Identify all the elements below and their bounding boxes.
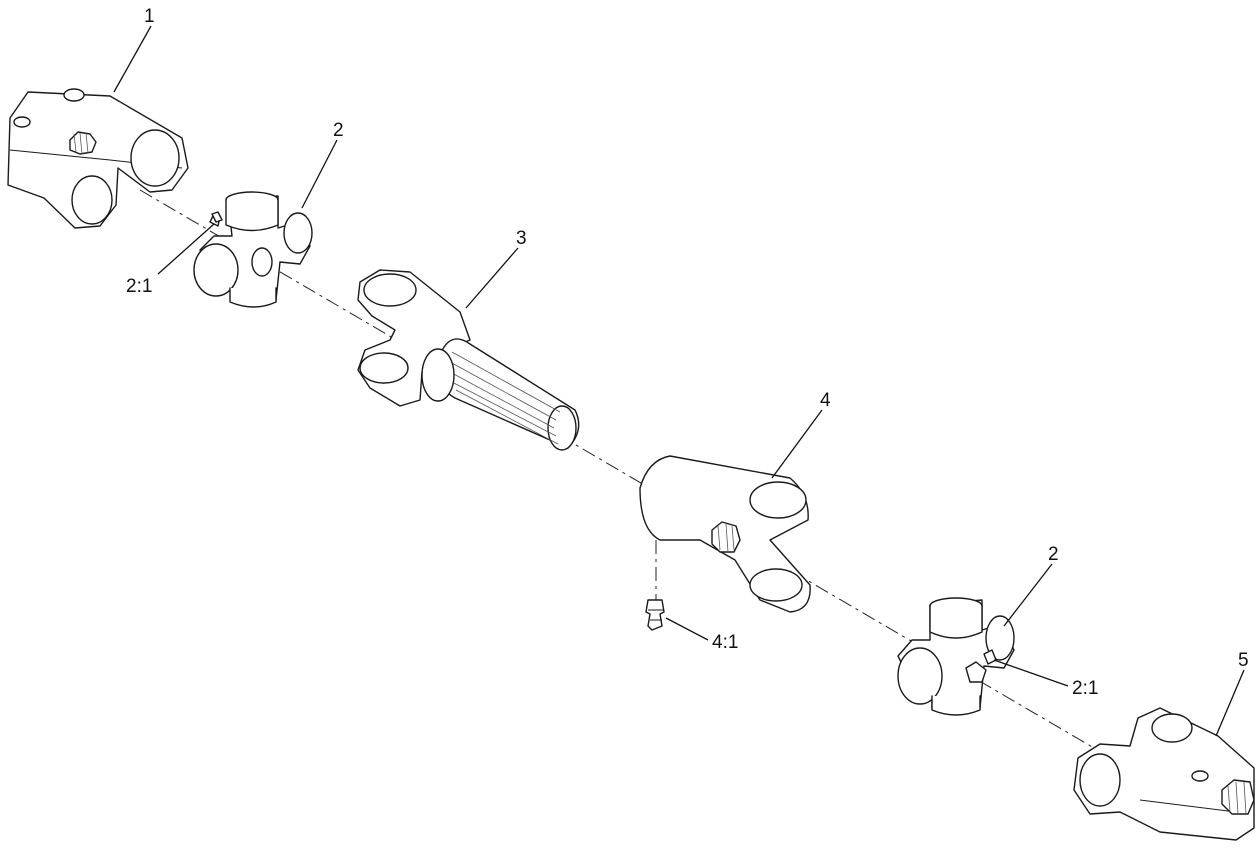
callout-5: 5: [1238, 650, 1249, 671]
part-2-universal-joint-upper: [193, 191, 313, 308]
callout-2-lower: 2: [1048, 544, 1059, 565]
part-3-slip-yoke-splined-shaft: [357, 269, 580, 451]
callout-2-1-lower: 2:1: [1072, 678, 1098, 699]
leader-2-1-upper: [157, 223, 215, 275]
part-5-end-yoke: [1073, 707, 1255, 841]
leader-4-1: [665, 617, 709, 641]
part-4-tube-yoke: [639, 455, 811, 613]
part-2-1-grease-fitting-lower: [983, 649, 997, 665]
leader-2-upper: [301, 139, 338, 209]
leader-2-lower: [1003, 563, 1053, 627]
leader-5: [1215, 669, 1245, 737]
callout-1: 1: [144, 6, 155, 27]
callout-4: 4: [820, 390, 831, 411]
leader-2-1-lower: [993, 659, 1069, 687]
callout-4-1: 4:1: [712, 632, 738, 653]
part-2-universal-joint-lower: [897, 597, 1015, 716]
part-2-1-grease-fitting-upper: [211, 211, 223, 223]
callout-2-upper: 2: [333, 120, 344, 141]
part-1-end-yoke: [7, 88, 189, 229]
callout-2-1-upper: 2:1: [126, 276, 152, 297]
leader-3: [465, 247, 519, 309]
leader-1: [113, 25, 152, 93]
part-4-1-grease-fitting: [645, 599, 665, 631]
leader-4: [771, 409, 823, 479]
callout-3: 3: [516, 228, 527, 249]
